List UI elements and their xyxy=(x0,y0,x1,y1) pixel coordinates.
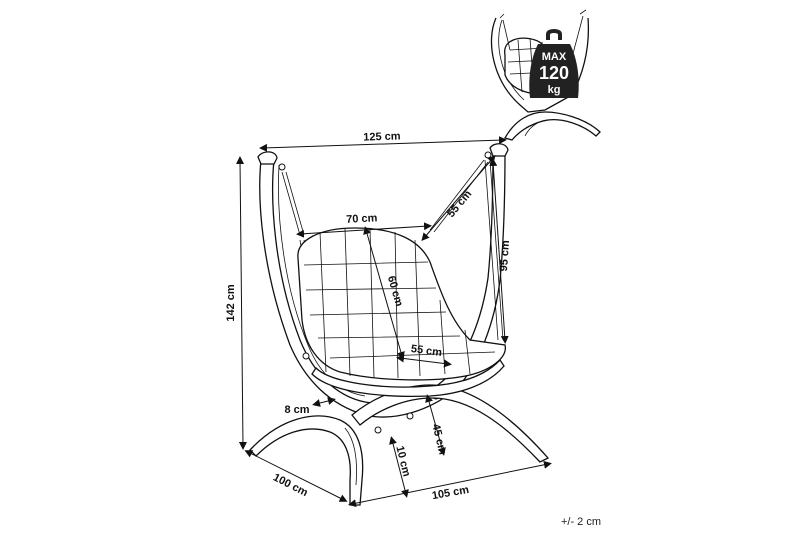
label-ground-clearance: 45 cm xyxy=(429,423,448,456)
tolerance-note: +/- 2 cm xyxy=(561,516,601,528)
hanging-seat xyxy=(297,227,506,397)
label-base-height: 10 cm xyxy=(393,445,412,478)
label-width: 125 cm xyxy=(363,130,401,143)
label-hanging-length: 95 cm xyxy=(498,240,512,272)
dimension-lines xyxy=(236,136,552,508)
badge-unit: kg xyxy=(548,84,561,96)
label-strap-length: 55 cm xyxy=(445,188,474,220)
max-weight-badge: MAX 120 kg xyxy=(529,29,579,98)
badge-max: MAX xyxy=(542,51,567,63)
label-beam-thickness: 8 cm xyxy=(284,404,309,416)
label-seat-depth: 55 cm xyxy=(410,343,443,359)
label-seat-width: 70 cm xyxy=(346,212,378,226)
label-base-depth: 100 cm xyxy=(271,472,310,500)
label-height: 142 cm xyxy=(225,284,237,322)
badge-value: 120 xyxy=(539,63,569,83)
